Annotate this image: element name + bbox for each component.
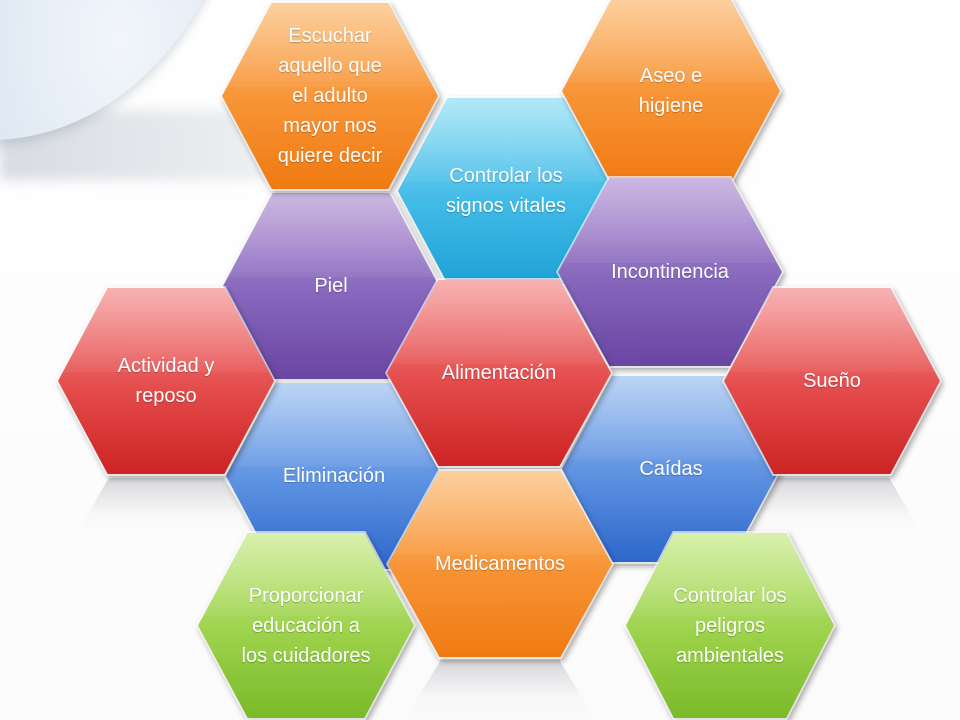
hexagon-label: Caídas xyxy=(639,458,703,480)
hexagon-label: Controlar los signos vitales xyxy=(445,165,567,217)
hexagon-label: Proporcionar educación a los cuidadores xyxy=(241,584,371,667)
hexagon-escuchar: Escuchar aquello que el adulto mayor nos… xyxy=(220,1,440,191)
hexagon-reflection xyxy=(404,660,596,720)
hexagon-label: Alimentación xyxy=(441,362,557,384)
hexagon-label: Sueño xyxy=(803,370,861,392)
hexagon-label: Eliminación xyxy=(282,465,386,487)
hexagon-alimentacion: Alimentación xyxy=(385,278,613,468)
hexagon-label: Escuchar aquello que el adulto mayor nos… xyxy=(277,25,383,167)
hexagon-medicamentos: Medicamentos xyxy=(386,469,614,659)
hexagon-label: Incontinencia xyxy=(611,261,729,283)
hexagon-label: Piel xyxy=(314,275,348,297)
hexagon-educacion-cuidadores: Proporcionar educación a los cuidadores xyxy=(196,531,416,720)
hexagon-label: Medicamentos xyxy=(434,553,566,575)
hexagon-reflection xyxy=(73,478,259,538)
hexagon-peligros-ambientales: Controlar los peligros ambientales xyxy=(624,531,836,720)
hexagon-sueno: Sueño xyxy=(722,286,942,476)
hexagon-actividad-reposo: Actividad y reposo xyxy=(56,286,276,476)
hexagon-aseo-higiene: Aseo e higiene xyxy=(560,0,782,186)
hexagon-label: Controlar los peligros ambientales xyxy=(673,584,787,667)
hexagon-label: Actividad y reposo xyxy=(117,355,215,407)
hexagon-label: Aseo e higiene xyxy=(638,65,704,117)
